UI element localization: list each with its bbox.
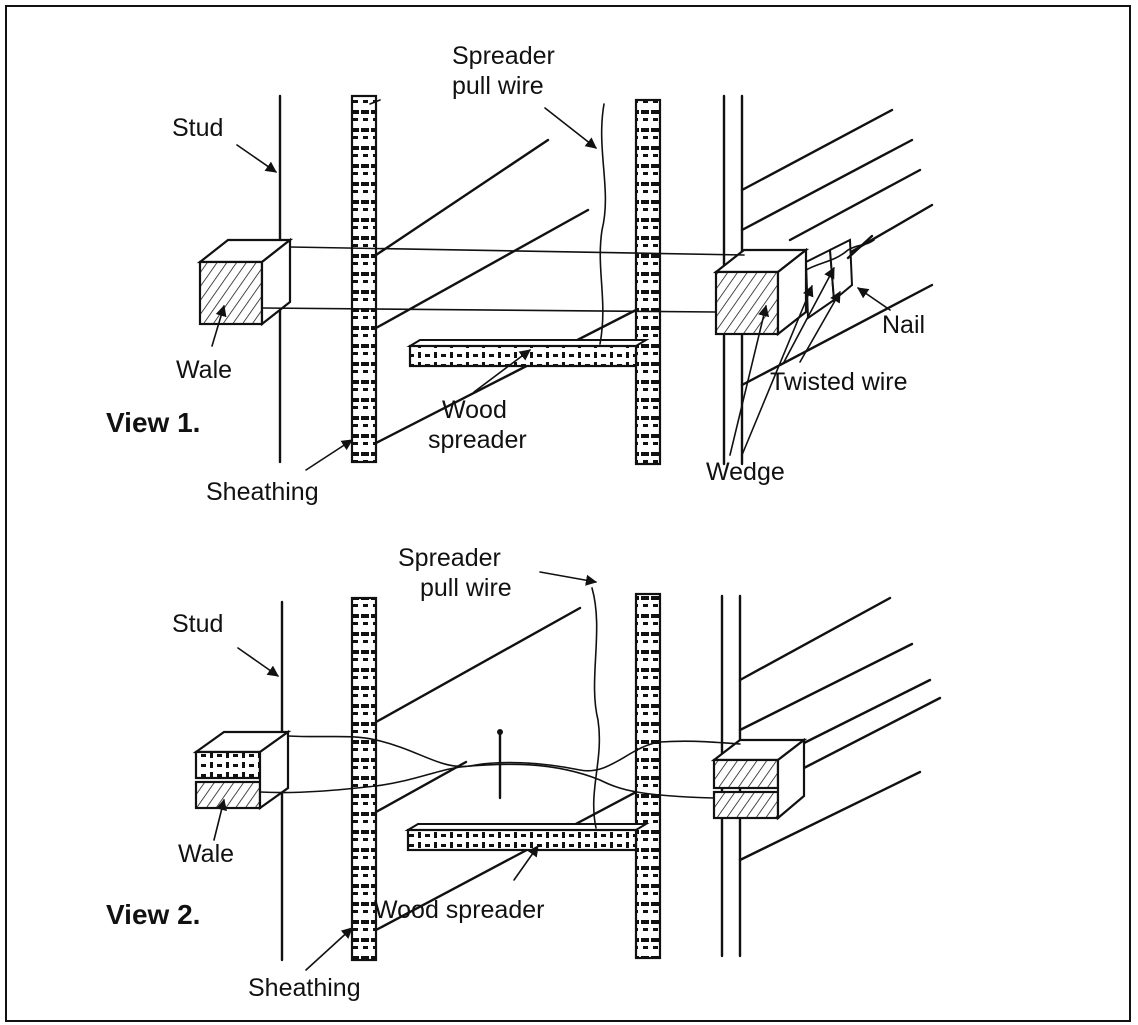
wood-spreader-2 xyxy=(404,823,650,852)
view-2-arrows xyxy=(213,571,598,971)
wall-line xyxy=(374,760,468,814)
sheathing-board-1-left xyxy=(350,94,378,464)
sheathing-board-2-right xyxy=(634,592,662,960)
wall-line xyxy=(788,168,922,242)
view-2-illustration xyxy=(192,587,942,962)
wall-line xyxy=(738,642,914,732)
label-stud-2: Stud xyxy=(172,610,223,638)
view-1-illustration xyxy=(196,94,934,466)
view-1-arrows xyxy=(211,99,891,471)
label-nail-1: Nail xyxy=(882,311,925,339)
wale-1-right xyxy=(712,247,810,337)
wood-spreader-1 xyxy=(406,339,650,368)
label-wale-1: Wale xyxy=(176,356,232,384)
tie-wire-1-top xyxy=(289,246,745,256)
wale-1-left xyxy=(196,237,294,327)
spreader-pull-wire-1 xyxy=(599,103,607,345)
figure-border xyxy=(5,5,1131,1022)
wall-line xyxy=(740,283,934,387)
sheathing-board-2-left xyxy=(350,596,378,962)
wall-line xyxy=(798,678,932,747)
tie-wire-1-bottom xyxy=(261,307,717,313)
wall-line xyxy=(374,606,582,724)
spreader-pull-wire-2 xyxy=(591,587,601,829)
label-sheathing-1: Sheathing xyxy=(206,478,319,506)
tie-wire-2-bottom xyxy=(259,763,715,799)
wall-line xyxy=(738,770,922,862)
label-wood-spreader-2: Wood spreader xyxy=(374,896,544,924)
sheathing-board-1-right xyxy=(634,98,662,466)
label-spreader-pull-wire-2-a: Spreader xyxy=(398,544,501,572)
label-spreader-pull-wire-1-a: Spreader xyxy=(452,42,555,70)
twisted-wire-1 xyxy=(805,239,875,271)
label-wale-2: Wale xyxy=(178,840,234,868)
label-stud-1: Stud xyxy=(172,114,223,142)
label-spreader-pull-wire-2-b: pull wire xyxy=(420,574,512,602)
label-wedge-1: Wedge xyxy=(706,458,785,486)
wall-line xyxy=(740,138,914,232)
label-spreader-pull-wire-1-b: pull wire xyxy=(452,72,544,100)
nail-1 xyxy=(846,234,874,260)
wall-line xyxy=(374,138,550,257)
wale-2-left xyxy=(192,729,292,811)
label-wood-spreader-1-b: spreader xyxy=(428,426,527,454)
wall-line xyxy=(798,696,942,772)
wedge-1b xyxy=(828,238,854,303)
wall-line xyxy=(374,308,638,445)
wale-2-right xyxy=(710,737,808,821)
label-sheathing-2: Sheathing xyxy=(248,974,361,1002)
nail-2-head xyxy=(497,729,503,735)
wall-line xyxy=(374,208,590,330)
view-1-title: View 1. xyxy=(106,407,200,438)
label-twisted-wire-1: Twisted wire xyxy=(770,368,908,396)
wall-line xyxy=(374,790,638,932)
wall-line xyxy=(738,596,892,682)
label-wood-spreader-1-a: Wood xyxy=(442,396,507,424)
tie-wire-2-top xyxy=(287,735,741,772)
view-2-title: View 2. xyxy=(106,899,200,930)
wall-line xyxy=(740,108,894,192)
